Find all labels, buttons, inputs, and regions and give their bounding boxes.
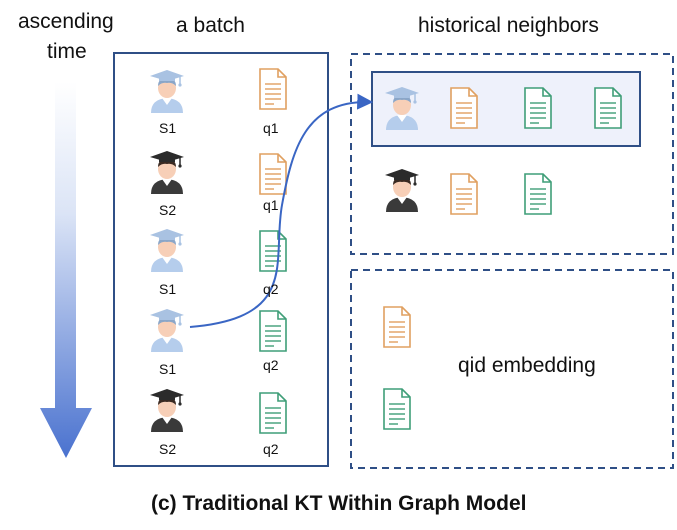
neighbors-box: [350, 53, 674, 255]
student-dark-icon: [384, 168, 420, 213]
student-dark-icon: [149, 150, 185, 195]
document-orange-icon: [383, 306, 411, 348]
student-light-icon: [149, 69, 185, 114]
batch-title: a batch: [176, 14, 245, 37]
time-arrow: [40, 82, 92, 458]
document-orange-icon: [259, 68, 287, 110]
batch-question-label: q1: [263, 197, 279, 213]
student-dark-icon: [149, 388, 185, 433]
batch-student-label: S1: [159, 120, 177, 136]
document-green-icon: [594, 87, 622, 129]
batch-student-label: S2: [159, 202, 177, 218]
figure-caption: (c) Traditional KT Within Graph Model: [151, 492, 527, 515]
document-green-icon: [259, 230, 287, 272]
batch-question-label: q1: [263, 120, 279, 136]
batch-student-label: S2: [159, 441, 177, 457]
document-green-icon: [259, 310, 287, 352]
document-green-icon: [259, 392, 287, 434]
document-orange-icon: [259, 153, 287, 195]
student-light-icon: [149, 308, 185, 353]
document-green-icon: [383, 388, 411, 430]
time-axis-label-line1: ascending: [18, 10, 114, 33]
batch-question-label: q2: [263, 441, 279, 457]
batch-question-label: q2: [263, 357, 279, 373]
batch-box: [113, 52, 329, 467]
document-green-icon: [524, 87, 552, 129]
batch-question-label: q2: [263, 281, 279, 297]
student-light-icon: [149, 228, 185, 273]
neighbor-lookup-arrow: [189, 93, 374, 328]
document-green-icon: [524, 173, 552, 215]
qid-embedding-label: qid embedding: [458, 354, 596, 377]
document-orange-icon: [450, 173, 478, 215]
document-orange-icon: [450, 87, 478, 129]
batch-student-label: S1: [159, 361, 177, 377]
neighbors-title: historical neighbors: [418, 14, 599, 37]
batch-student-label: S1: [159, 281, 177, 297]
time-axis-label-line2: time: [47, 40, 87, 63]
qid-embedding-box: [350, 269, 674, 469]
